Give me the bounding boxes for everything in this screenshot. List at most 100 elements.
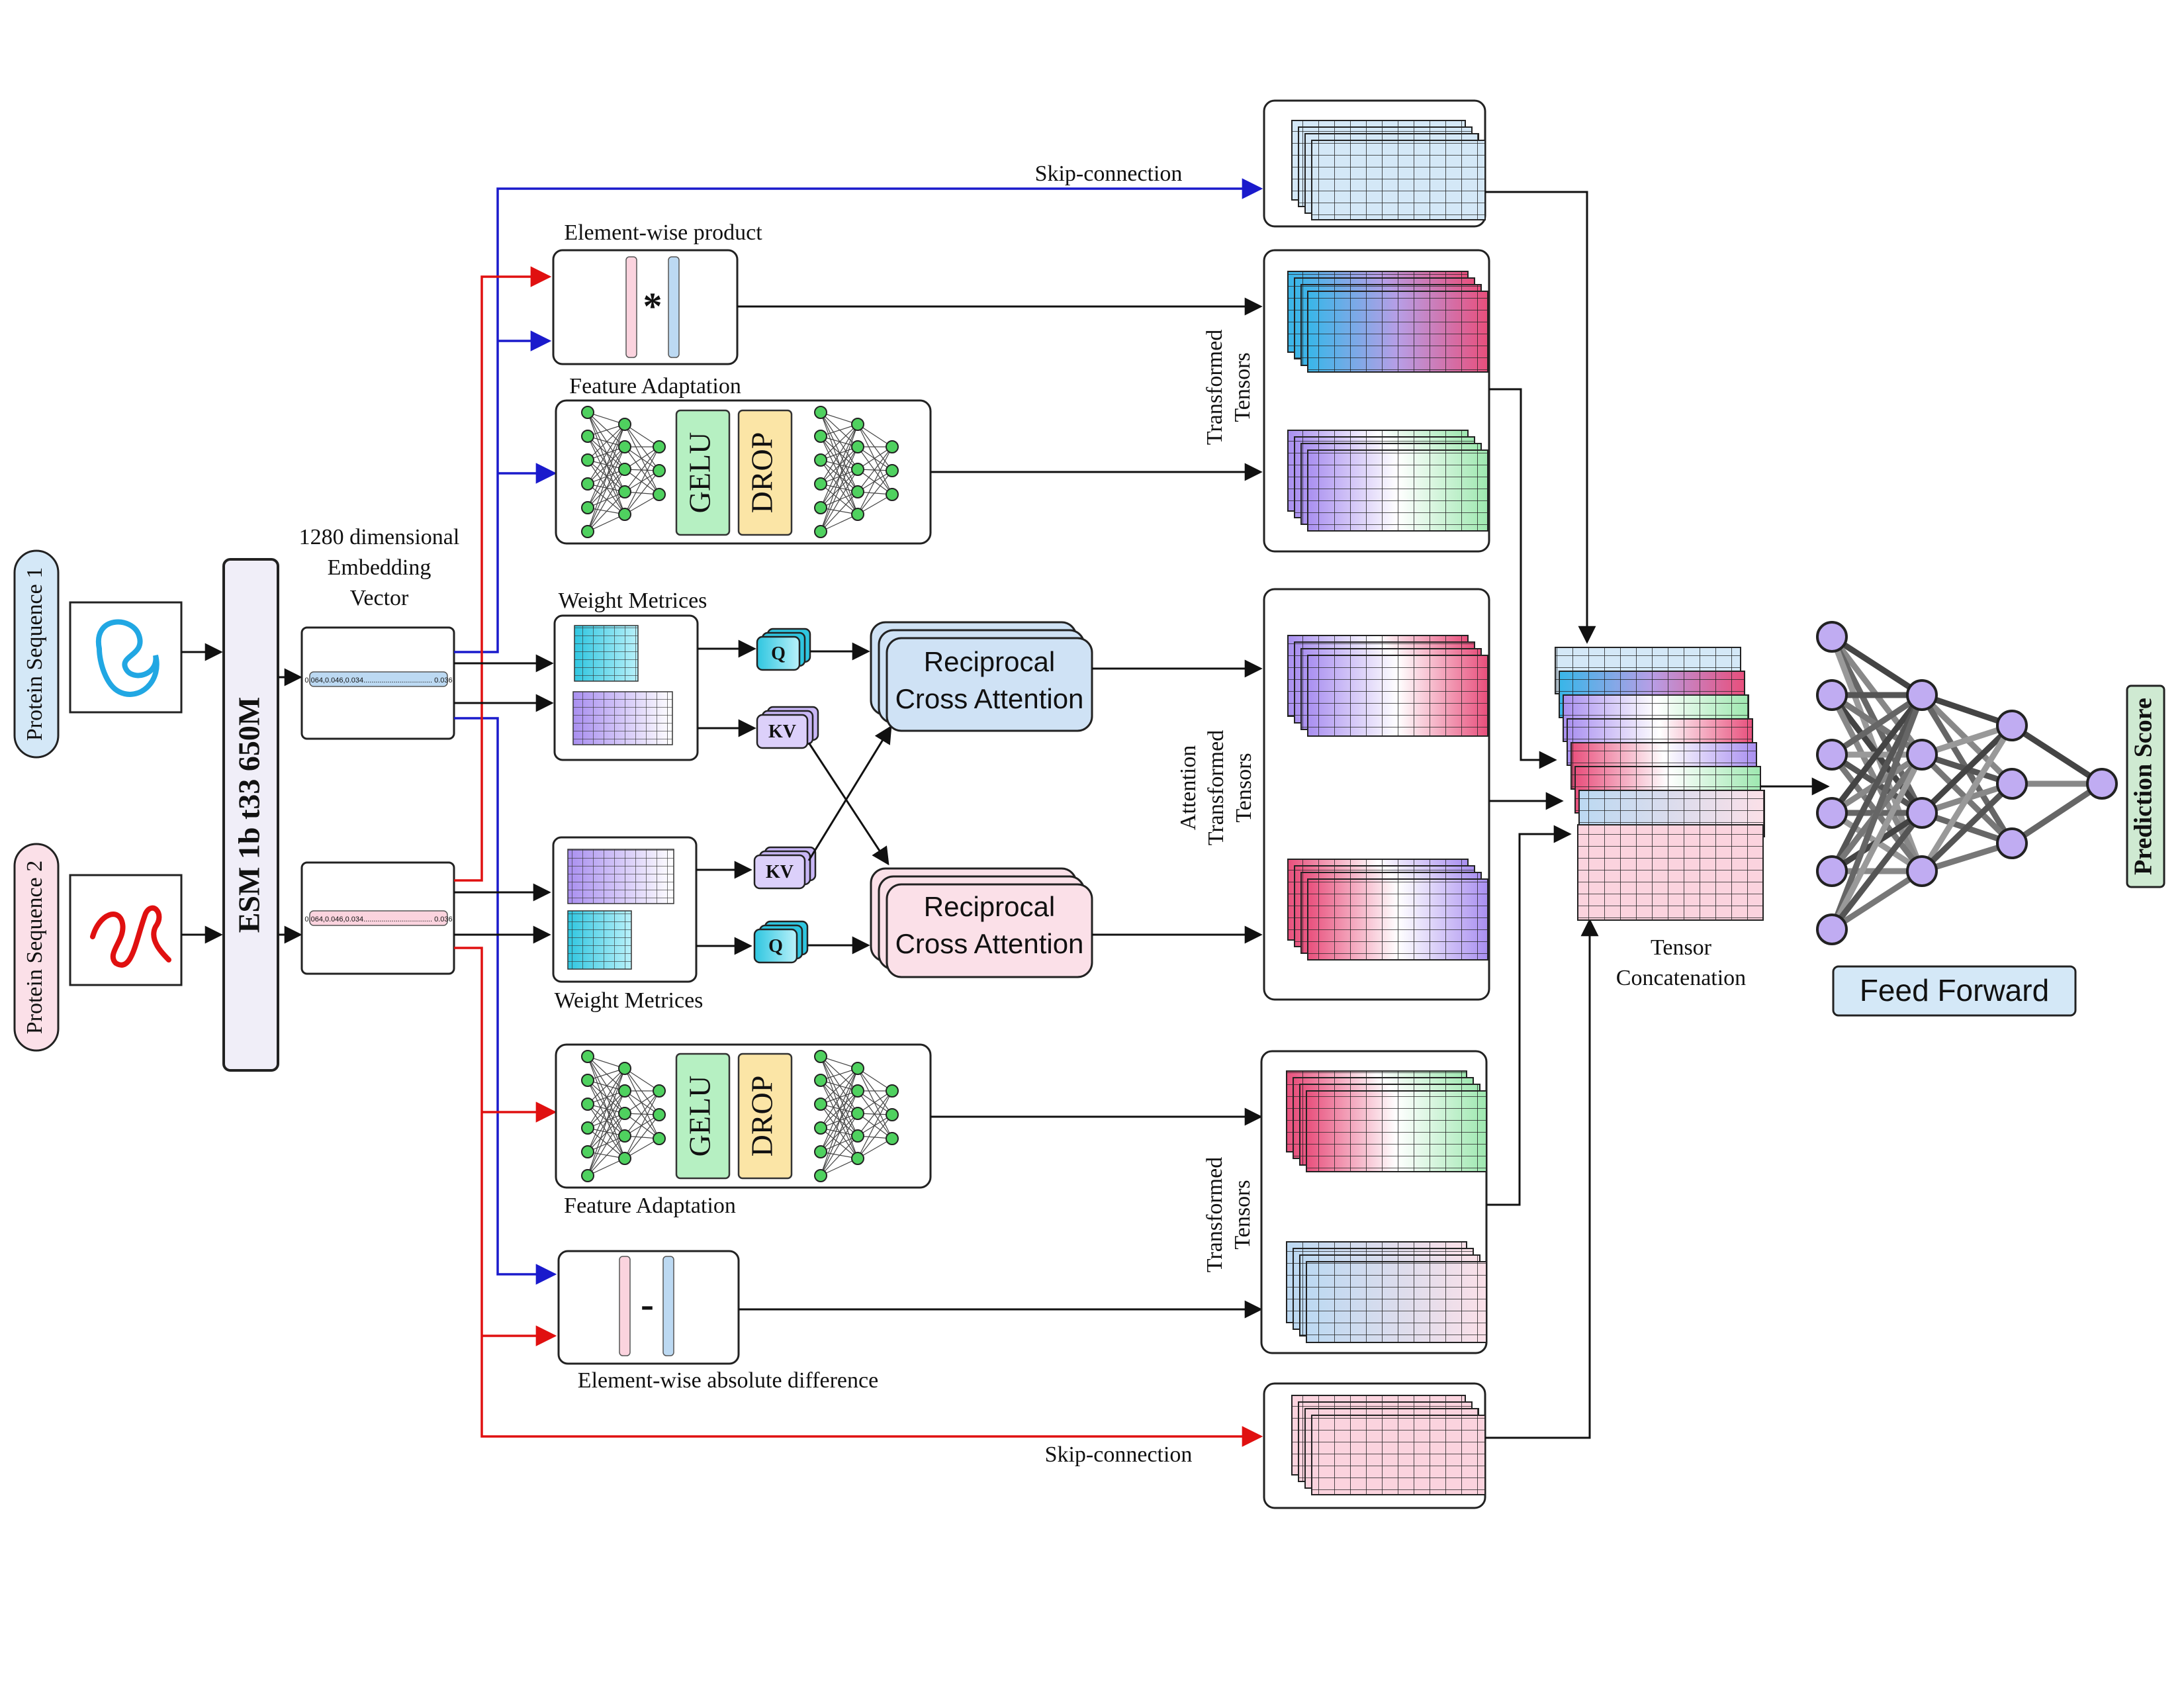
gelu-block-bottom bbox=[675, 1053, 731, 1180]
neuron-icon bbox=[618, 440, 631, 453]
protein-sequence-1-block: Protein Sequence 1 bbox=[13, 549, 183, 759]
neuron-icon bbox=[851, 1129, 864, 1143]
skip-tensor-top bbox=[1291, 120, 1486, 220]
neuron-icon bbox=[581, 1121, 594, 1135]
neuron-icon bbox=[653, 464, 666, 477]
neuron-icon bbox=[618, 508, 631, 521]
rca-top-line2: Cross Attention bbox=[895, 683, 1084, 714]
weight-metrices-top-label: Weight Metrices bbox=[559, 588, 707, 613]
neuron-icon bbox=[814, 1074, 827, 1087]
neuron-icon bbox=[618, 1129, 631, 1143]
neuron-icon bbox=[618, 485, 631, 498]
neuron-icon bbox=[814, 453, 827, 467]
esm-encoder: ESM 1b t33 650M bbox=[222, 558, 279, 1072]
neuron-icon bbox=[581, 477, 594, 491]
ffn-neuron-icon bbox=[1996, 827, 2028, 859]
neuron-icon bbox=[814, 430, 827, 443]
feed-forward-label-box: Feed Forward bbox=[1832, 965, 2077, 1017]
neuron-icon bbox=[581, 1145, 594, 1158]
neuron-icon bbox=[886, 464, 899, 477]
ffn-neuron-icon bbox=[1906, 679, 1938, 711]
concat-label-2: Concatenation bbox=[1616, 966, 1746, 990]
q-top-label: Q bbox=[771, 643, 786, 664]
neuron-icon bbox=[851, 485, 864, 498]
neuron-icon bbox=[886, 440, 899, 453]
neuron-icon bbox=[618, 1062, 631, 1075]
embedding-title-line2: Embedding bbox=[328, 555, 432, 580]
ffn-neuron-icon bbox=[1996, 768, 2028, 800]
weight-metrices-bottom-label: Weight Metrices bbox=[555, 988, 704, 1013]
product-tensor bbox=[1287, 271, 1488, 373]
embedding-vector-2: 0.064,0.046,0.034.......................… bbox=[300, 861, 455, 975]
diff-symbol: - bbox=[641, 1282, 654, 1326]
reciprocal-cross-attention-top: Reciprocal Cross Attention bbox=[870, 621, 1093, 732]
neuron-icon bbox=[814, 406, 827, 419]
embedding-vector-1-values: 0.064,0.046,0.034.......................… bbox=[304, 677, 452, 684]
drop-block bbox=[737, 409, 793, 536]
neuron-icon bbox=[814, 1169, 827, 1182]
neuron-icon bbox=[814, 1098, 827, 1111]
neuron-icon bbox=[581, 1169, 594, 1182]
gelu-block bbox=[675, 409, 731, 536]
neuron-icon bbox=[581, 525, 594, 538]
rca-top-line1: Reciprocal bbox=[924, 646, 1055, 677]
attention-tensors-label-3: Tensors bbox=[1232, 753, 1256, 822]
neuron-icon bbox=[851, 463, 864, 476]
neuron-icon bbox=[851, 1152, 864, 1165]
protein-chain-2-icon bbox=[90, 905, 171, 968]
skip-tensor-bottom bbox=[1291, 1395, 1486, 1495]
feed-forward-network bbox=[1816, 621, 2118, 945]
neuron-icon bbox=[618, 418, 631, 431]
ffn-neuron-icon bbox=[1816, 855, 1848, 887]
neuron-icon bbox=[581, 453, 594, 467]
attention-tensor-bottom bbox=[1287, 859, 1488, 961]
feature-adaptation-bottom-label: Feature Adaptation bbox=[564, 1194, 736, 1218]
kv-bottom-label: KV bbox=[766, 862, 794, 882]
neuron-icon bbox=[851, 1084, 864, 1098]
tensor-concatenation-stack bbox=[1555, 647, 1765, 921]
embedding-title-line1: 1280 dimensional bbox=[299, 525, 460, 549]
diff-tensor bbox=[1286, 1241, 1487, 1343]
neuron-icon bbox=[851, 1107, 864, 1120]
gelu-label-bottom: GELU bbox=[683, 1076, 717, 1157]
protein-sequence-2-label: Protein Sequence 2 bbox=[23, 861, 47, 1035]
protein-chain-1-icon bbox=[95, 619, 159, 697]
element-wise-abs-diff-label: Element-wise absolute difference bbox=[578, 1368, 878, 1393]
neuron-icon bbox=[886, 1108, 899, 1121]
reciprocal-cross-attention-bottom: Reciprocal Cross Attention bbox=[870, 867, 1093, 978]
ffn-neuron-icon bbox=[1816, 914, 1848, 945]
embedding-vector-2-values: 0.064,0.046,0.034.......................… bbox=[304, 915, 452, 923]
q-bottom: Q bbox=[753, 920, 809, 964]
feature-adaptation-top-label: Feature Adaptation bbox=[569, 374, 741, 399]
ffn-neuron-icon bbox=[1816, 739, 1848, 771]
prediction-score-box: Prediction Score bbox=[2126, 684, 2165, 888]
element-wise-product-label: Element-wise product bbox=[564, 220, 762, 245]
feed-forward-label: Feed Forward bbox=[1860, 973, 2049, 1008]
attention-tensor-top bbox=[1287, 635, 1488, 737]
neuron-icon bbox=[814, 1121, 827, 1135]
drop-label-bottom: DROP bbox=[745, 1076, 779, 1157]
kv-top-label: KV bbox=[768, 722, 796, 742]
transformed-tensors-label-bottom-2: Tensors bbox=[1230, 1180, 1255, 1249]
neuron-icon bbox=[653, 1132, 666, 1145]
drop-block-bottom bbox=[737, 1053, 793, 1180]
neuron-icon bbox=[851, 440, 864, 453]
neuron-icon bbox=[851, 1062, 864, 1075]
feature-adaptation-bottom-block: GELU DROP bbox=[555, 1043, 932, 1189]
neuron-icon bbox=[886, 1132, 899, 1145]
neuron-icon bbox=[886, 488, 899, 501]
ffn-neuron-icon bbox=[1906, 855, 1938, 887]
product-symbol: * bbox=[643, 285, 662, 328]
gelu-label: GELU bbox=[683, 432, 717, 514]
skip-connection-top-label: Skip-connection bbox=[1035, 162, 1183, 186]
neuron-icon bbox=[618, 1152, 631, 1165]
weight-matrices-top-block bbox=[553, 614, 699, 761]
adaptation-tensor-bottom bbox=[1286, 1070, 1487, 1172]
skip-connection-bottom-label: Skip-connection bbox=[1045, 1442, 1193, 1467]
neuron-icon bbox=[581, 1050, 594, 1063]
weight-matrices-bottom-block bbox=[552, 836, 698, 983]
rca-bottom-line2: Cross Attention bbox=[895, 928, 1084, 959]
feature-adaptation-top-block: GELU DROP bbox=[555, 399, 932, 545]
attention-tensors-label-1: Attention bbox=[1176, 745, 1201, 830]
